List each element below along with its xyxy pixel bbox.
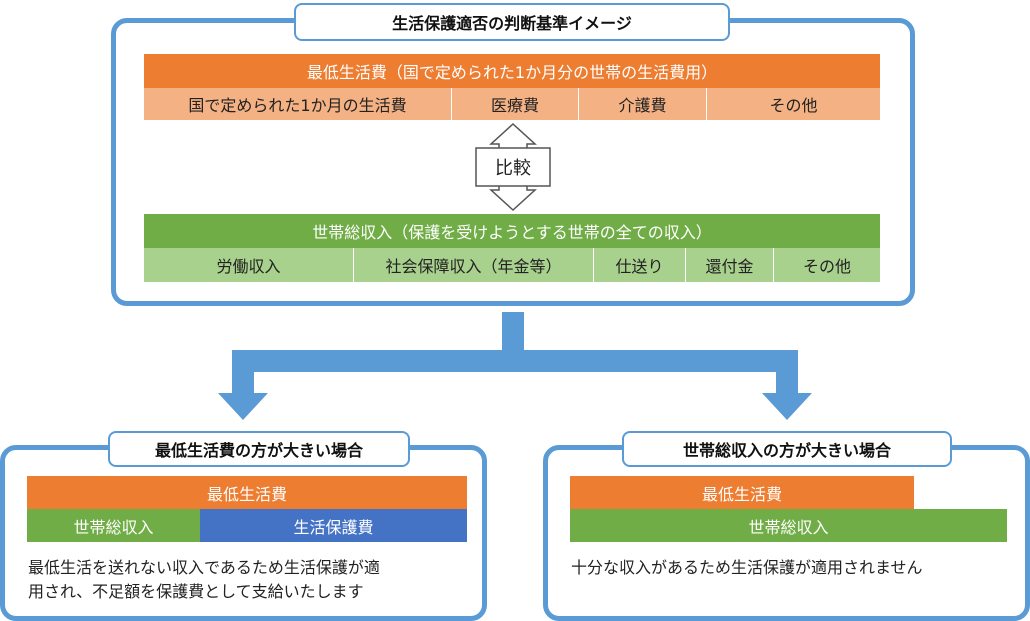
income-item: その他 [774,248,880,282]
income-item: 還付金 [686,248,774,282]
connector-stem [502,312,524,352]
connector-horizontal [232,350,798,372]
arrow-left-head [218,393,268,420]
case-right-note: 十分な収入があるため生活保護が適用されません [571,558,923,577]
income-item: 労働収入 [144,248,354,282]
compare-label: 比較 [495,158,531,179]
case-left-note: 最低生活を送れない収入であるため生活保護が適 用され、不足額を保護費として支給い… [28,558,380,601]
main-title-text: 生活保護適否の判断基準イメージ [392,14,632,33]
connector-left-down [232,350,254,395]
income-item: 仕送り [594,248,686,282]
case-left-welfare-bar: 生活保護費 [200,509,467,542]
case-left-min-cost-bar: 最低生活費 [27,476,467,509]
income-header: 世帯総収入（保護を受けようとする世帯の全ての収入） [144,214,880,248]
compare-arrow-icon [475,122,551,212]
case-right-income-bar: 世帯総収入 [570,509,1007,542]
arrow-right-head [762,393,812,420]
min-cost-item: 介護費 [579,88,707,120]
case-right-min-cost-bar: 最低生活費 [570,476,914,509]
income-item: 社会保障収入（年金等） [354,248,594,282]
case-right-title: 世帯総収入の方が大きい場合 [622,431,952,467]
case-left-title: 最低生活費の方が大きい場合 [108,431,410,467]
main-title: 生活保護適否の判断基準イメージ [294,3,730,41]
min-cost-header: 最低生活費（国で定められた1か月分の世帯の生活費用） [144,54,880,88]
connector-right-down [776,350,798,395]
min-cost-item: 医療費 [452,88,579,120]
case-left-income-bar: 世帯総収入 [27,509,200,542]
income-items: 労働収入 社会保障収入（年金等） 仕送り 還付金 その他 [144,248,880,282]
min-cost-item: その他 [707,88,880,120]
min-cost-items: 国で定められた1か月の生活費 医療費 介護費 その他 [144,88,880,120]
min-cost-item: 国で定められた1か月の生活費 [144,88,452,120]
